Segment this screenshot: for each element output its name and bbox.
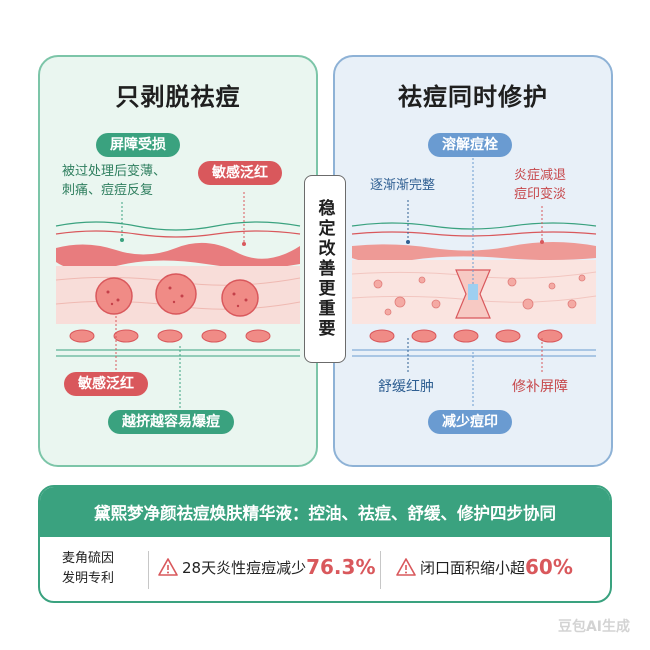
sensitive-redness-tag-bottom: 敏感泛红 xyxy=(64,372,148,396)
stat1-label: 28天炎性痘痘减少 xyxy=(182,558,307,577)
barrier-damaged-tag: 屏障受损 xyxy=(96,133,180,157)
stat-inflamed-acne: 28天炎性痘痘减少 76.3% xyxy=(158,555,375,579)
dissolve-plug-tag: 溶解痘栓 xyxy=(428,133,512,157)
stat1-value: 76.3% xyxy=(306,555,376,579)
left-panel-title: 只剥脱祛痘 xyxy=(115,83,241,111)
patent-label: 麦角硫因 发明专利 xyxy=(62,551,115,586)
inflamed-pimple-icon xyxy=(95,273,259,317)
center-label-box: 稳定改善更重要 xyxy=(304,175,346,363)
product-summary-card: 黛熙梦净颜祛痘焕肤精华液：控油、祛痘、舒缓、修护四步协同 麦角硫因 发明专利 2… xyxy=(38,485,612,603)
product-banner: 黛熙梦净颜祛痘焕肤精华液：控油、祛痘、舒缓、修护四步协同 xyxy=(40,487,610,537)
sensitive-redness-tag-top: 敏感泛红 xyxy=(198,161,282,185)
stats-row: 麦角硫因 发明专利 28天炎性痘痘减少 76.3% 闭口面积缩小超 60% xyxy=(40,547,610,593)
clogged-pore-icon xyxy=(455,269,491,319)
squeeze-breakout-tag: 越挤越容易爆痘 xyxy=(108,410,234,434)
warning-triangle-icon xyxy=(396,558,416,576)
soothe-swelling-note: 舒缓红肿 xyxy=(378,379,434,395)
divider-1 xyxy=(148,551,149,589)
product-banner-text: 黛熙梦净颜祛痘焕肤精华液：控油、祛痘、舒缓、修护四步协同 xyxy=(94,504,556,523)
center-label: 稳定改善更重要 xyxy=(314,199,335,339)
reduce-marks-tag: 减少痘印 xyxy=(428,410,512,434)
divider-2 xyxy=(380,551,381,589)
repair-barrier-note: 修补屏障 xyxy=(512,379,568,395)
watermark: 豆包AI生成 xyxy=(557,619,630,635)
stat2-label: 闭口面积缩小超 xyxy=(420,558,526,577)
barrier-damaged-note: 被过处理后变薄、 刺痛、痘痘反复 xyxy=(62,164,167,198)
inflammation-fade-note: 炎症减退 痘印变淡 xyxy=(514,168,567,202)
stat-closed-comedone: 闭口面积缩小超 60% xyxy=(396,555,573,579)
gradually-complete-note: 逐渐渐完整 xyxy=(370,178,436,193)
warning-triangle-icon xyxy=(158,558,178,576)
stat2-value: 60% xyxy=(525,555,573,579)
repaired-skin-cross-section-icon xyxy=(351,150,597,408)
damaged-skin-cross-section-icon xyxy=(55,192,301,410)
right-panel-title: 祛痘同时修护 xyxy=(398,83,548,111)
